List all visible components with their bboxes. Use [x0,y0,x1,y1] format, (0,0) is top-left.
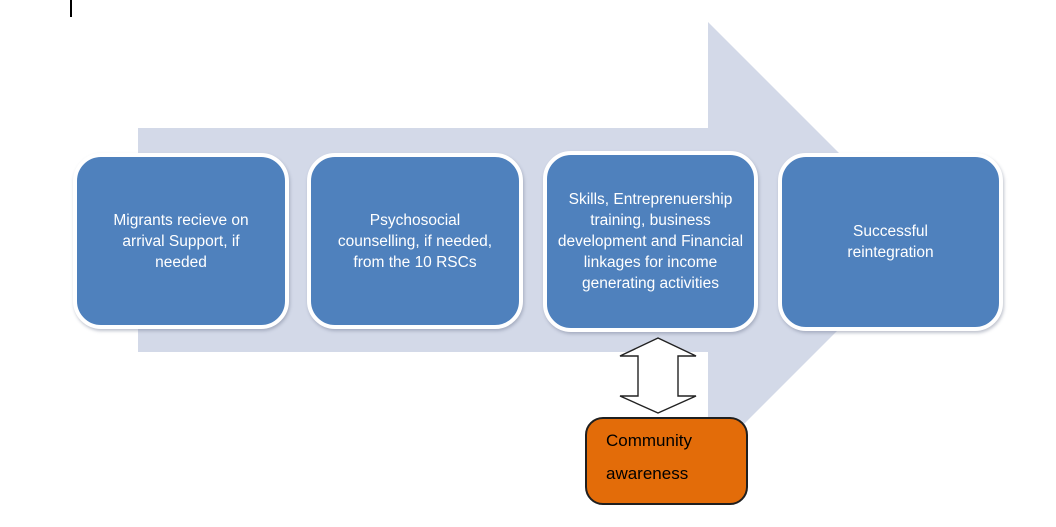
process-step-2-label: Psychosocial counselling, if needed, fro… [337,211,493,271]
process-step-2: Psychosocial counselling, if needed, fro… [307,153,523,329]
process-step-1: Migrants recieve on arrival Support, if … [73,153,289,329]
right-arrow-polygon [138,22,927,460]
community-awareness-box: Community awareness [585,417,748,505]
community-awareness-line1: Community [606,431,692,450]
up-down-arrow-icon [619,337,697,414]
text-cursor-mark [70,0,72,17]
process-step-1-label: Migrants recieve on arrival Support, if … [113,211,249,271]
community-awareness-line2: awareness [606,464,689,483]
process-step-4: Successful reintegration [778,153,1003,331]
process-step-4-label: Successful reintegration [847,223,934,261]
process-step-3: Skills, Entreprenuership training, busin… [543,151,758,332]
up-down-arrow-path [619,337,697,414]
process-step-3-label: Skills, Entreprenuership training, busin… [557,191,744,292]
